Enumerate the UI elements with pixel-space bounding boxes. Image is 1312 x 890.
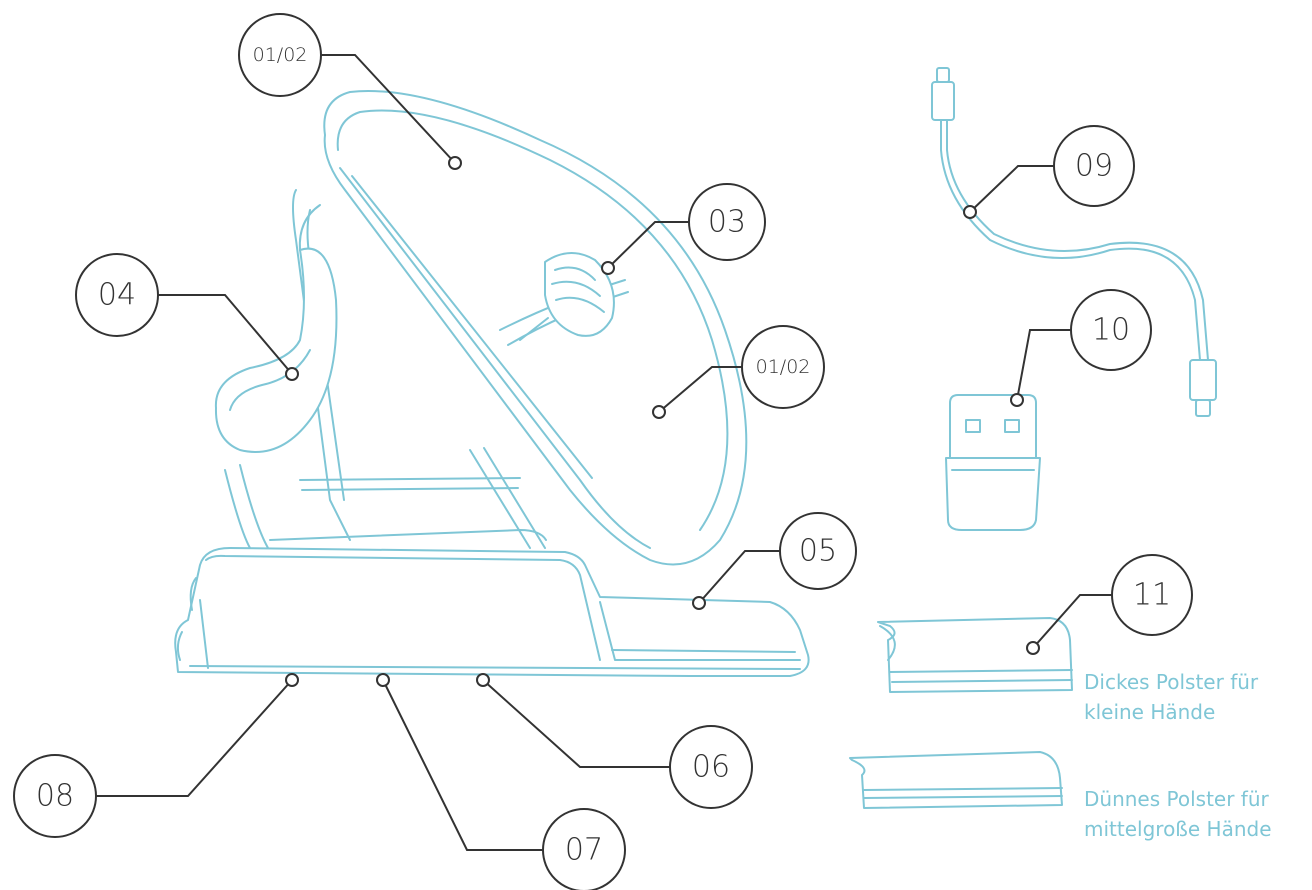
thin-pad-label: Dünnes Polster für mittelgroße Hände [1084, 784, 1272, 844]
usb-cable-drawing [932, 68, 1216, 416]
callout-label: 03 [708, 205, 746, 240]
callout-label: 05 [799, 534, 837, 569]
usb-receiver-drawing [946, 395, 1040, 530]
thick-pad-label-line1: Dickes Polster für [1084, 667, 1258, 697]
thick-pad-label: Dickes Polster für kleine Hände [1084, 667, 1258, 727]
callout-03: 03 [689, 184, 765, 260]
thin-pad-label-line2: mittelgroße Hände [1084, 814, 1272, 844]
callout-10: 10 [1071, 290, 1151, 370]
mouse-base [175, 548, 808, 676]
thumb-rest [216, 249, 337, 452]
thick-pad-label-line2: kleine Hände [1084, 697, 1258, 727]
callout-01-02-right: 01/02 [742, 326, 824, 408]
thin-pad-label-line1: Dünnes Polster für [1084, 784, 1272, 814]
callout-08: 08 [14, 755, 96, 837]
thin-pad [850, 752, 1062, 808]
vertical-mouse-drawing [175, 91, 808, 676]
callout-label: 01/02 [253, 44, 308, 66]
callout-label: 08 [36, 779, 74, 814]
callout-05: 05 [780, 513, 856, 589]
callout-label: 11 [1133, 578, 1171, 613]
callout-label: 06 [692, 750, 730, 785]
callout-07: 07 [543, 809, 625, 890]
callout-label: 07 [565, 833, 603, 868]
callout-label: 01/02 [756, 356, 811, 378]
callout-label: 09 [1075, 149, 1113, 184]
callout-04: 04 [76, 254, 158, 336]
callout-label: 04 [98, 278, 136, 313]
callout-01-02-top: 01/02 [239, 14, 321, 96]
callout-09: 09 [1054, 126, 1134, 206]
callout-06: 06 [670, 726, 752, 808]
callout-11: 11 [1112, 555, 1192, 635]
callout-label: 10 [1092, 313, 1130, 348]
